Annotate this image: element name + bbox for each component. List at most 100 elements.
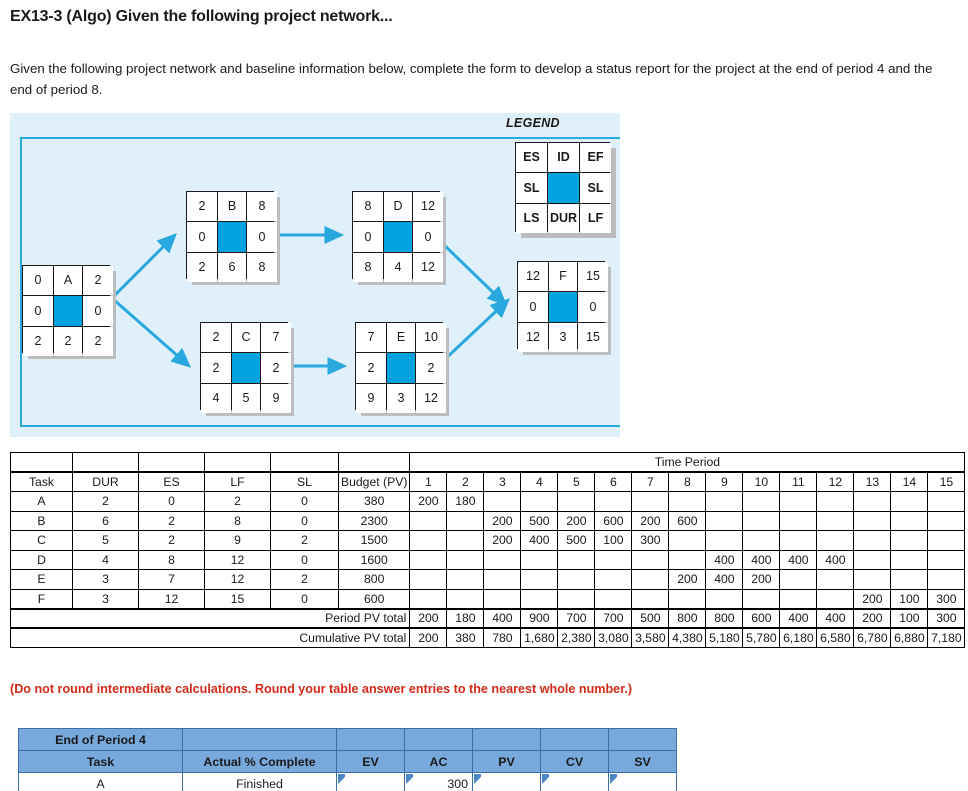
period-pv-total-p5: 700: [557, 607, 596, 629]
pv-cell-p2: [446, 549, 485, 570]
pv-cell-p5: 200: [557, 510, 596, 531]
node-d-lf: 12: [413, 253, 443, 282]
pv-cell-p13: [853, 569, 892, 590]
period-pv-total-p12: 400: [816, 607, 855, 629]
pv-cell-p9: 400: [705, 569, 744, 590]
form-input-sv[interactable]: [608, 772, 677, 791]
node-e-ef: 10: [416, 323, 446, 352]
pv-cell-p12: [816, 510, 855, 531]
legend-cell-es: ES: [516, 143, 547, 172]
pv-cell-p7: [631, 549, 670, 570]
pv-cell-p8: [668, 491, 707, 512]
pv-cell-p13: 200: [853, 588, 892, 609]
pv-cell-p4: [520, 569, 559, 590]
pv-cell-p13: [853, 549, 892, 570]
cumulative-pv-total-p8: 4,380: [668, 627, 707, 648]
pv-cell-p12: 400: [816, 549, 855, 570]
baseline-cell-dur: 3: [72, 569, 139, 590]
node-e-sl-left: 2: [356, 353, 386, 383]
node-a-lf: 2: [83, 327, 113, 356]
baseline-cell-es: 2: [138, 530, 205, 551]
node-f-ef: 15: [578, 262, 608, 291]
period-pv-total-p6: 700: [594, 607, 633, 629]
node-f-ls: 12: [518, 323, 548, 352]
node-e-center: [387, 353, 415, 383]
node-a-center: [54, 296, 82, 326]
baseline-cell-sl: 2: [270, 569, 339, 590]
period-pv-total-label: Period PV total: [9, 607, 411, 629]
cumulative-pv-total-p12: 6,580: [816, 627, 855, 648]
node-a-sl-right: 0: [83, 296, 113, 326]
node-b-center: [218, 222, 246, 252]
baseline-cell-sl: 0: [270, 510, 339, 531]
baseline-cell-dur: 6: [72, 510, 139, 531]
cumulative-pv-total-p3: 780: [483, 627, 522, 648]
node-c-id: C: [232, 323, 260, 352]
pv-cell-p13: [853, 491, 892, 512]
page-title: EX13-3 (Algo) Given the following projec…: [10, 8, 393, 25]
node-b-dur: 6: [218, 253, 246, 282]
node-c-es: 2: [201, 323, 231, 352]
baseline-cell-sl: 0: [270, 549, 339, 570]
pv-cell-p10: 200: [742, 569, 781, 590]
baseline-cell-sl: 2: [270, 530, 339, 551]
pv-cell-p3: [483, 569, 522, 590]
pv-cell-p14: [890, 510, 929, 531]
form-section-spacer: [336, 728, 405, 751]
baseline-col-header: LF: [204, 471, 271, 492]
baseline-cell-lf: 15: [204, 588, 271, 609]
period-header-4: 4: [520, 471, 559, 492]
legend-cell-id: ID: [548, 143, 579, 172]
period-pv-total-p11: 400: [779, 607, 818, 629]
baseline-col-header: Budget (PV): [337, 471, 411, 492]
form-input-pv[interactable]: [472, 772, 541, 791]
period-header-1: 1: [409, 471, 448, 492]
baseline-cell-budget: 1600: [337, 549, 411, 570]
baseline-cell-budget: 380: [337, 491, 411, 512]
pv-cell-p6: [594, 549, 633, 570]
baseline-cell-dur: 5: [72, 530, 139, 551]
baseline-cell-dur: 3: [72, 588, 139, 609]
pv-cell-p10: [742, 530, 781, 551]
pv-cell-p3: 200: [483, 530, 522, 551]
pv-cell-p5: [557, 569, 596, 590]
period-pv-total-p9: 800: [705, 607, 744, 629]
form-col-header-sv: SV: [608, 750, 677, 773]
baseline-cell-budget: 800: [337, 569, 411, 590]
node-a-id: A: [54, 266, 82, 295]
form-input-ev[interactable]: [336, 772, 405, 791]
form-cell-task: A: [18, 772, 183, 791]
pv-cell-p6: 600: [594, 510, 633, 531]
form-cell-actual-pct: Finished: [182, 772, 337, 791]
node-d-dur: 4: [384, 253, 412, 282]
period-pv-total-p2: 180: [446, 607, 485, 629]
cumulative-pv-total-p10: 5,780: [742, 627, 781, 648]
time-period-header: Time Period: [409, 452, 966, 473]
pv-cell-p7: [631, 491, 670, 512]
period-pv-total-p15: 300: [927, 607, 966, 629]
legend-title: LEGEND: [506, 116, 560, 130]
period-header-6: 6: [594, 471, 633, 492]
question-intro: Given the following project network and …: [10, 61, 933, 97]
baseline-cell-es: 8: [138, 549, 205, 570]
form-input-ac[interactable]: 300: [404, 772, 473, 791]
node-c-ls: 4: [201, 384, 231, 413]
project-network-diagram: ES ID EF SL SL LS DUR LF 0 A 2 0 0 2: [10, 113, 620, 437]
node-c-dur: 5: [232, 384, 260, 413]
pv-cell-p8: [668, 530, 707, 551]
form-input-cv[interactable]: [540, 772, 609, 791]
node-e-sl-right: 2: [416, 353, 446, 383]
pv-cell-p14: [890, 549, 929, 570]
node-grid: 12 F 15 0 0 12 3 15: [517, 261, 608, 352]
baseline-cell-lf: 9: [204, 530, 271, 551]
cell-flag-icon: [338, 774, 345, 784]
node-f-es: 12: [518, 262, 548, 291]
baseline-cell-lf: 8: [204, 510, 271, 531]
pv-cell-p10: [742, 510, 781, 531]
